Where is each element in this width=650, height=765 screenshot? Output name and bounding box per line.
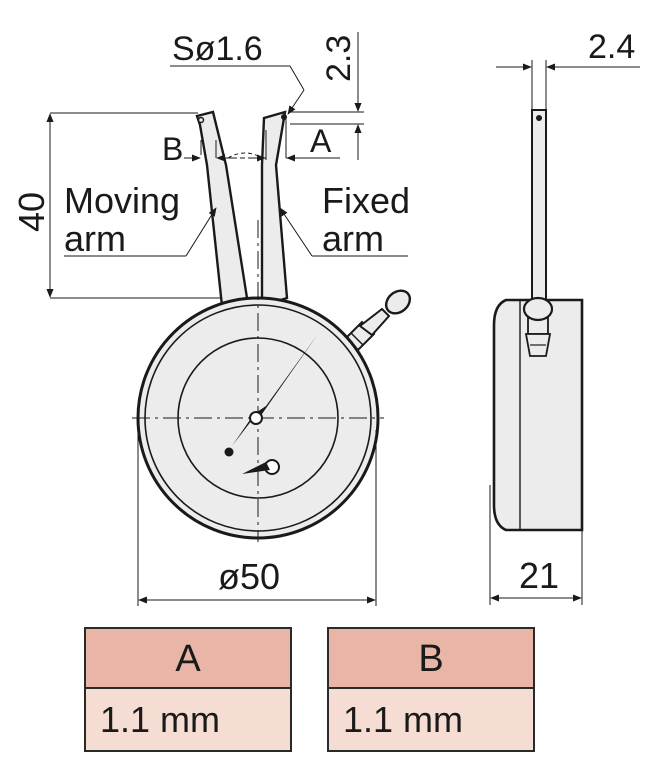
fixed-arm: [260, 110, 289, 308]
point-b-label: B: [162, 131, 183, 167]
spec-table-b-header: B: [329, 629, 533, 689]
moving-contact-tip: [197, 116, 205, 124]
dial-dia-label: ø50: [218, 556, 280, 597]
spec-table-a-header: A: [86, 629, 290, 689]
counter-hand: [242, 462, 270, 474]
spec-table-b: B 1.1 mm: [327, 627, 535, 752]
arm-length-label: 40: [11, 192, 52, 232]
moving-arm: [195, 110, 249, 308]
spec-table-a: A 1.1 mm: [84, 627, 292, 752]
spec-table-a-value: 1.1 mm: [100, 699, 221, 740]
adjustment-knob: [344, 289, 412, 352]
fixed-arm-label-line2: arm: [322, 218, 384, 259]
fixed-arm-label-line1: Fixed: [322, 180, 410, 221]
side-arm: [531, 109, 547, 309]
moving-arm-label-line2: arm: [64, 218, 126, 259]
side-view: [489, 60, 640, 605]
side-knob: [522, 296, 554, 357]
body-depth-label: 21: [519, 555, 559, 596]
tip-width-label: 2.4: [588, 28, 635, 66]
moving-arm-label-line1: Moving: [64, 180, 180, 221]
spec-table-b-value: 1.1 mm: [343, 699, 464, 740]
sphere-dia-label: Sø1.6: [172, 30, 263, 68]
pointer-hub: [249, 411, 263, 425]
side-body: [492, 298, 584, 532]
front-view: [46, 32, 412, 606]
pointer-tail-dot: [224, 447, 234, 457]
point-a-label: A: [310, 123, 332, 159]
tip-length-label: 2.3: [320, 35, 358, 82]
